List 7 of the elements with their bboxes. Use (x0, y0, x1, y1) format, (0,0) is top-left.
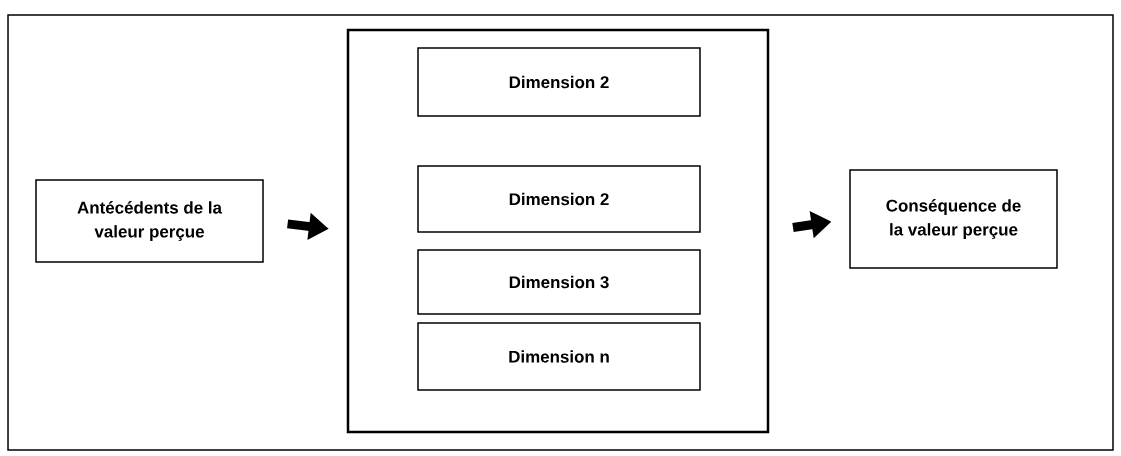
dimension-box: Dimension 2 (417, 47, 701, 117)
dimension-box: Dimension 3 (417, 249, 701, 315)
dimension-box: Dimension 2 (417, 165, 701, 233)
text-box: Conséquence de la valeur perçue (849, 169, 1058, 269)
container-box (346, 28, 770, 434)
text-box: Antécédents de la valeur perçue (35, 179, 264, 263)
dimension-box: Dimension n (417, 322, 701, 391)
